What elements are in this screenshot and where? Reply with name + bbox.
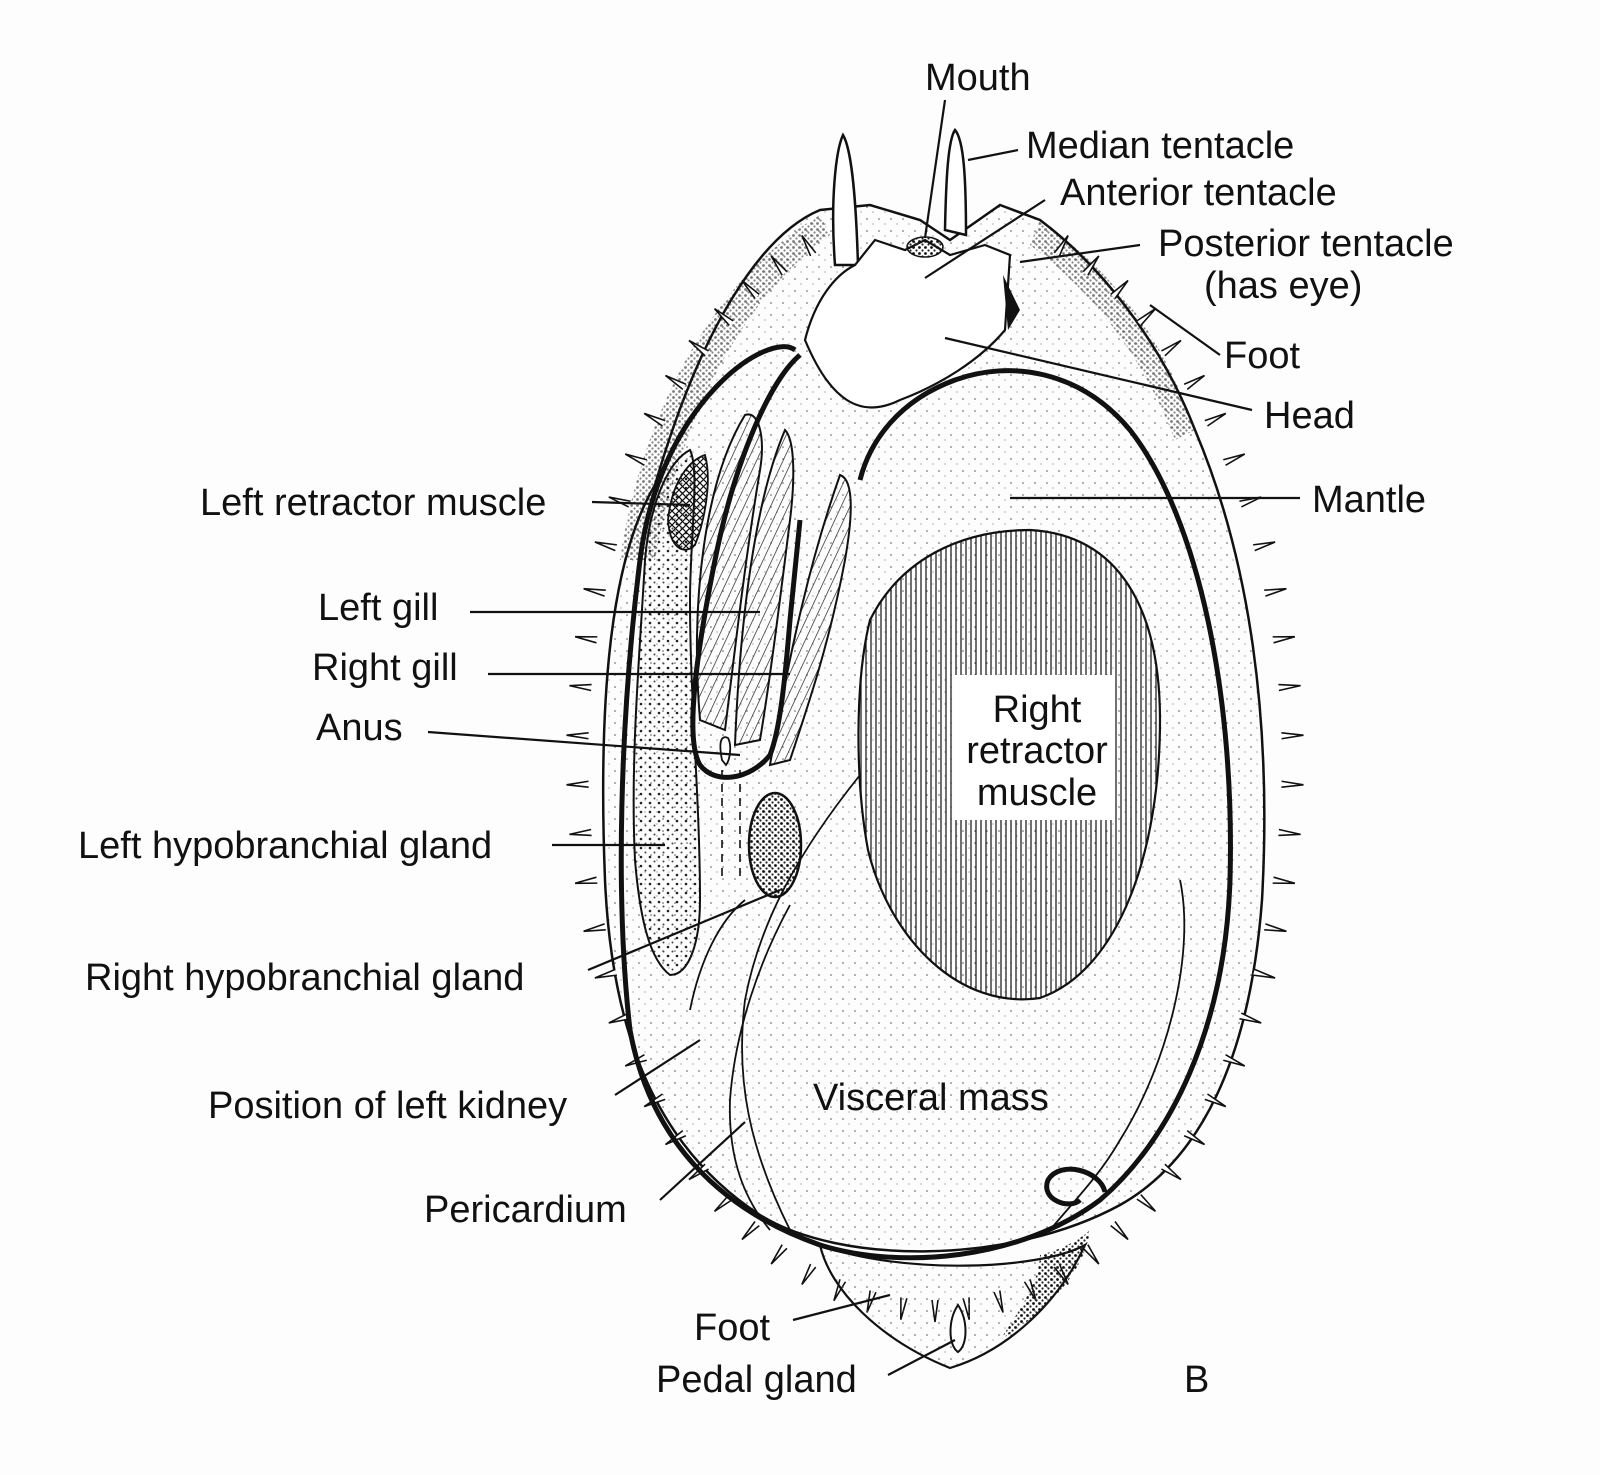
label-anterior-tentacle: Anterior tentacle <box>1060 172 1337 214</box>
label-posterior-tentacle-eye: (has eye) <box>1204 265 1362 307</box>
rim-papilla <box>713 308 734 326</box>
rim-papilla <box>608 1012 631 1024</box>
rim-papilla <box>594 968 617 979</box>
mantle-cavity-line <box>618 344 1233 1261</box>
rim-papilla <box>1183 374 1206 391</box>
label-left-hypobranchial-gland: Left hypobranchial gland <box>78 825 492 867</box>
rim-papilla <box>801 235 817 257</box>
rim-papilla <box>1136 308 1157 326</box>
rim-papilla <box>1183 1129 1206 1146</box>
rim-papilla <box>594 541 617 552</box>
rim-papilla <box>1161 339 1182 357</box>
left-hypobranchial-gland <box>632 448 702 977</box>
rim-papilla <box>1223 453 1246 466</box>
label-visceral-mass: Visceral mass <box>813 1077 1049 1119</box>
label-head: Head <box>1264 395 1355 437</box>
rim-papilla <box>770 1244 788 1265</box>
leader-lines <box>427 99 1300 1376</box>
label-panel-letter: B <box>1184 1359 1209 1401</box>
rim-papilla <box>583 587 606 597</box>
rim-papilla <box>1272 876 1296 885</box>
label-position-of-left-kidney: Position of left kidney <box>208 1085 567 1127</box>
right-retractor-label-box <box>955 675 1115 820</box>
rim-papilla <box>1223 1054 1246 1067</box>
rim-papilla <box>1239 1012 1262 1024</box>
rim-papilla <box>1253 541 1276 552</box>
rim-papilla <box>1278 683 1301 692</box>
label-pedal-gland: Pedal gland <box>656 1359 857 1401</box>
label-left-retractor-muscle: Left retractor muscle <box>200 482 546 524</box>
label-anus: Anus <box>316 707 403 749</box>
label-foot-bottom: Foot <box>694 1307 770 1349</box>
label-posterior-tentacle: Posterior tentacle <box>1158 223 1454 265</box>
rim-papilla <box>1053 235 1069 257</box>
rim-papilla <box>1281 731 1304 740</box>
rim-papilla <box>643 412 666 427</box>
label-mouth: Mouth <box>925 57 1031 99</box>
label-pericardium: Pericardium <box>424 1189 627 1231</box>
gills <box>690 353 852 880</box>
label-median-tentacle: Median tentacle <box>1026 125 1294 167</box>
rim-papilla <box>1281 780 1304 789</box>
rim-papilla <box>770 255 788 276</box>
rim-papilla <box>569 683 592 692</box>
rim-papilla <box>583 923 606 933</box>
label-right-retractor-3: muscle <box>977 772 1097 814</box>
left-retractor-muscle <box>667 453 709 551</box>
right-hypobranchial-gland <box>747 791 803 899</box>
labels: Mouth Median tentacle Anterior tentacle … <box>78 57 1454 1401</box>
rim-papilla <box>1278 828 1301 837</box>
rim-papilla <box>741 279 760 299</box>
rim-papilla <box>1204 1093 1227 1108</box>
rim-papilla <box>1264 587 1287 597</box>
rim-papilla <box>624 453 647 466</box>
label-right-gill: Right gill <box>312 647 458 689</box>
label-right-retractor-1: Right <box>993 689 1082 731</box>
rim-papilla <box>1136 1194 1157 1212</box>
rim-papilla <box>741 1221 760 1241</box>
rim-papilla <box>1272 635 1296 644</box>
rim-papilla <box>569 828 592 837</box>
label-mantle: Mantle <box>1312 479 1426 521</box>
rim-papilla <box>1253 968 1276 979</box>
lower-foot <box>818 1166 1108 1370</box>
rim-papilla <box>1082 255 1100 276</box>
rim-papilla <box>574 635 598 644</box>
rim-papilla <box>1082 1244 1100 1265</box>
rim-papilla <box>1204 412 1227 427</box>
rim-papilla <box>801 1263 817 1285</box>
rim-papilla <box>664 374 687 391</box>
rim-papilla <box>1161 1163 1182 1181</box>
rim-papilla <box>566 731 589 740</box>
label-foot-top: Foot <box>1224 335 1300 377</box>
median-tentacles <box>831 127 968 267</box>
label-right-hypobranchial-gland: Right hypobranchial gland <box>85 957 524 999</box>
rim-papilla <box>643 1093 666 1108</box>
head-region <box>803 236 1020 409</box>
label-right-retractor-2: retractor <box>966 730 1108 772</box>
rim-papilla <box>1264 923 1287 933</box>
rim-papilla <box>688 339 709 357</box>
rim-papilla <box>566 780 589 789</box>
label-left-gill: Left gill <box>318 587 438 629</box>
rim-papilla <box>574 876 598 885</box>
rim-papilla <box>1110 1221 1129 1241</box>
rim-papilla <box>1110 279 1129 299</box>
